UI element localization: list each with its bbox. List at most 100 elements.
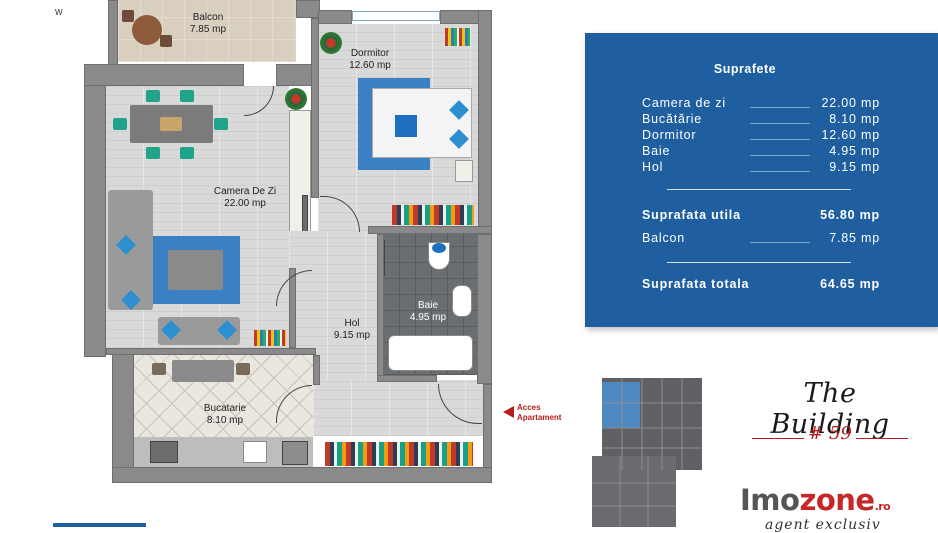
- plant-dormitor: [320, 32, 342, 54]
- stove: [150, 441, 178, 463]
- shoe-rack-dormitor: [392, 205, 474, 225]
- building-title: The Building: [770, 378, 890, 440]
- room-name-camera: Camera De Zi: [213, 186, 277, 197]
- kitchen-chair-1: [152, 363, 166, 375]
- wall-hol-left: [289, 268, 296, 348]
- wall-outer-left: [84, 72, 106, 357]
- dotted-leader: [750, 107, 810, 108]
- acces-line-2: Apartament: [517, 413, 562, 422]
- surface-utila-value: 56.80 mp: [820, 208, 880, 222]
- bathtub: [388, 335, 473, 371]
- kitchen-table: [172, 360, 234, 382]
- balcony-chair-2: [160, 35, 172, 47]
- bed: [372, 88, 472, 158]
- dining-centerpiece: [160, 117, 182, 131]
- room-label-camera-de-zi: Camera De Zi 22.00 mp: [200, 186, 290, 210]
- room-area-bucatarie: 8.10 mp: [206, 415, 244, 426]
- wall-entry-right: [483, 384, 492, 468]
- building-num-line-right: [856, 438, 908, 439]
- toilet-lid: [432, 243, 446, 253]
- room-name-bucatarie: Bucatarie: [203, 403, 247, 414]
- dining-chair-5: [113, 118, 127, 130]
- bed-cover: [395, 115, 417, 137]
- dining-chair-2: [180, 90, 194, 102]
- surface-label: Hol: [642, 160, 664, 174]
- room-area-hol: 9.15 mp: [333, 330, 371, 341]
- kitchen-chair-2: [236, 363, 250, 375]
- surface-label: Bucătărie: [642, 112, 703, 126]
- door-bath[interactable]: [384, 240, 385, 276]
- surface-totala-value: 64.65 mp: [820, 277, 880, 291]
- window-dormitor: [352, 11, 440, 21]
- minimap-block-lower: [592, 456, 676, 527]
- bottom-accent-bar: [53, 523, 146, 527]
- room-label-hol: Hol 9.15 mp: [322, 318, 382, 342]
- wall-top-living: [84, 64, 244, 86]
- logo-imo: Imo: [740, 483, 800, 517]
- dotted-leader: [750, 139, 810, 140]
- balcony-chair: [122, 10, 134, 22]
- dining-chair-4: [180, 147, 194, 159]
- bookshelf-dormitor: [445, 28, 470, 46]
- room-name-baie: Baie: [417, 300, 438, 311]
- surface-label: Baie: [642, 144, 671, 158]
- surfaces-panel: Suprafete Camera de zi 22.00 mp Bucătări…: [585, 33, 938, 327]
- surface-balcon-value: 7.85 mp: [829, 231, 880, 245]
- dotted-leader: [750, 155, 810, 156]
- surface-balcon-label: Balcon: [642, 231, 686, 245]
- divider-1: [667, 189, 851, 190]
- minimap-grid: [592, 378, 702, 527]
- kitchen-sink: [243, 441, 267, 463]
- surface-value: 4.95 mp: [829, 144, 880, 158]
- surface-value: 8.10 mp: [829, 112, 880, 126]
- wall-kitchen-right: [313, 355, 320, 385]
- imozone-logo: Imozone.ro: [740, 483, 891, 517]
- wall-bedroom-left: [311, 18, 319, 198]
- room-label-dormitor: Dormitor 12.60 mp: [340, 48, 400, 72]
- wall-kitchen-top: [106, 348, 316, 355]
- wall-bottom: [112, 467, 492, 483]
- room-label-bucatarie: Bucatarie 8.10 mp: [192, 403, 258, 427]
- building-number: # 59: [808, 423, 852, 444]
- room-area-balcon: 7.85 mp: [189, 24, 227, 35]
- wall-bath-right: [477, 234, 492, 384]
- wall-bath-left: [377, 234, 384, 380]
- fridge: [282, 441, 308, 465]
- wall-bath-bottom: [377, 375, 437, 382]
- floor-plan: W Balcon 7.85 mp Dormitor 12.60 mp Camer…: [55, 0, 492, 483]
- balcony-table: [132, 15, 162, 45]
- wall-top-bedroom: [318, 10, 352, 24]
- logo-tld: .ro: [874, 500, 891, 513]
- logo-tagline: agent exclusiv: [765, 517, 881, 533]
- logo-zone: zone: [799, 483, 875, 517]
- room-label-balcon: Balcon 7.85 mp: [178, 12, 238, 36]
- surface-label: Dormitor: [642, 128, 697, 142]
- room-name-hol: Hol: [344, 318, 360, 329]
- room-label-baie: Baie 4.95 mp: [398, 300, 458, 324]
- divider-2: [667, 262, 851, 263]
- dotted-leader: [750, 171, 810, 172]
- bookshelf-living: [254, 330, 286, 346]
- sink: [452, 285, 472, 317]
- coffee-table: [168, 250, 223, 290]
- room-area-dormitor: 12.60 mp: [349, 60, 391, 71]
- surface-label: Camera de zi: [642, 96, 726, 110]
- room-area-baie: 4.95 mp: [409, 312, 447, 323]
- room-name-dormitor: Dormitor: [350, 48, 390, 59]
- minimap-highlight-unit: [602, 382, 640, 428]
- entrance-arrow-icon: [503, 406, 514, 418]
- plant-living: [285, 88, 307, 110]
- room-balcon: [118, 0, 296, 62]
- dining-chair-3: [146, 147, 160, 159]
- compass-label: W: [55, 8, 63, 17]
- surface-utila-label: Suprafata utila: [642, 208, 741, 222]
- building-num-line-left: [752, 438, 804, 439]
- surface-value: 9.15 mp: [829, 160, 880, 174]
- wall-balcony-left: [108, 0, 118, 70]
- nightstand: [455, 160, 473, 182]
- room-name-balcon: Balcon: [192, 12, 224, 23]
- surface-totala-label: Suprafata totala: [642, 277, 750, 291]
- wall-bedroom-bottom: [368, 226, 492, 234]
- wall-outer-left-lower: [112, 352, 134, 483]
- acces-apartament-label: Acces Apartament: [517, 403, 561, 423]
